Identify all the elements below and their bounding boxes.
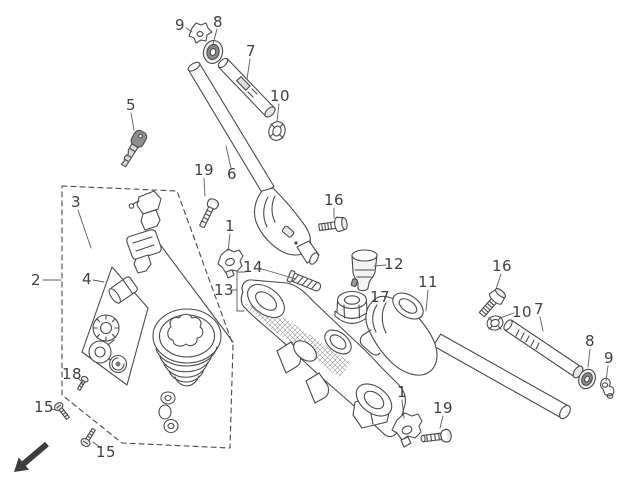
- callout-9-left: 9: [174, 16, 186, 34]
- part-7-grip-right: [503, 319, 584, 379]
- callout-7-left: 7: [245, 42, 257, 60]
- part-19-bolt-left: [199, 198, 220, 229]
- part-13-top-bridge: [240, 279, 406, 438]
- callout-8-left: 8: [212, 13, 224, 31]
- part-3-ignition-switch: [126, 190, 162, 274]
- part-9-clip-right: [600, 377, 615, 399]
- callout-10-left: 10: [269, 87, 291, 105]
- callout-8-right: 8: [584, 332, 596, 350]
- part-12-lock-cap: [350, 249, 378, 292]
- callout-17: 17: [369, 288, 391, 306]
- part-10-nut-left: [268, 121, 286, 141]
- part-15-screw-upper: [53, 402, 70, 420]
- group-4-outline: [81, 266, 149, 386]
- callout-1-left: 1: [224, 217, 236, 235]
- callout-3: 3: [70, 193, 82, 211]
- part-17-steering-stem-nut: [334, 290, 370, 325]
- group-divider-line: [149, 230, 234, 343]
- front-direction-arrow-icon: [14, 441, 49, 472]
- callout-1-right: 1: [396, 383, 408, 401]
- part-1-bar-clamp-left: [217, 248, 244, 279]
- callout-13: 13: [213, 281, 235, 299]
- callout-10-right: 10: [511, 303, 533, 321]
- callout-15-upper: 15: [33, 398, 55, 416]
- callout-12: 12: [383, 255, 405, 273]
- part-15-screw-lower: [80, 427, 96, 448]
- part-8-washer-right: [578, 368, 596, 390]
- part-7-grip-left: [217, 57, 276, 118]
- callout-5: 5: [125, 96, 137, 114]
- callout-19-right: 19: [432, 399, 454, 417]
- part-16-bolt-left: [318, 216, 348, 233]
- part-lock-cover-bowl: [152, 308, 222, 387]
- callout-18: 18: [61, 365, 83, 383]
- callout-7-right: 7: [533, 300, 545, 318]
- part-5-key: [120, 129, 148, 168]
- callout-leader-lines: [42, 27, 609, 449]
- part-10-nut-right: [486, 315, 504, 331]
- callout-9-right: 9: [603, 349, 615, 367]
- callout-2: 2: [30, 271, 42, 289]
- part-lock-pin-hook: [158, 391, 179, 434]
- callout-16-right: 16: [491, 257, 513, 275]
- part-11-handlebar-right: [359, 292, 571, 420]
- part-1-bar-clamp-right: [391, 412, 423, 448]
- callout-16-left: 16: [323, 191, 345, 209]
- part-19-bolt-right: [420, 428, 452, 443]
- part-4-lock-set: [88, 276, 138, 374]
- part-8-washer-left: [202, 40, 224, 64]
- part-14-knurled-pin: [286, 270, 322, 292]
- callout-14: 14: [242, 258, 264, 276]
- callout-6: 6: [226, 165, 238, 183]
- part-6-handlebar-left: [187, 61, 320, 265]
- callout-19-left: 19: [193, 161, 215, 179]
- group-2-dashed-outline: [61, 185, 234, 449]
- callout-4: 4: [81, 270, 93, 288]
- part-16-bolt-right: [478, 287, 507, 318]
- callout-11: 11: [417, 273, 439, 291]
- part-9-clip-left: [188, 22, 213, 44]
- callout-15-lower: 15: [95, 443, 117, 461]
